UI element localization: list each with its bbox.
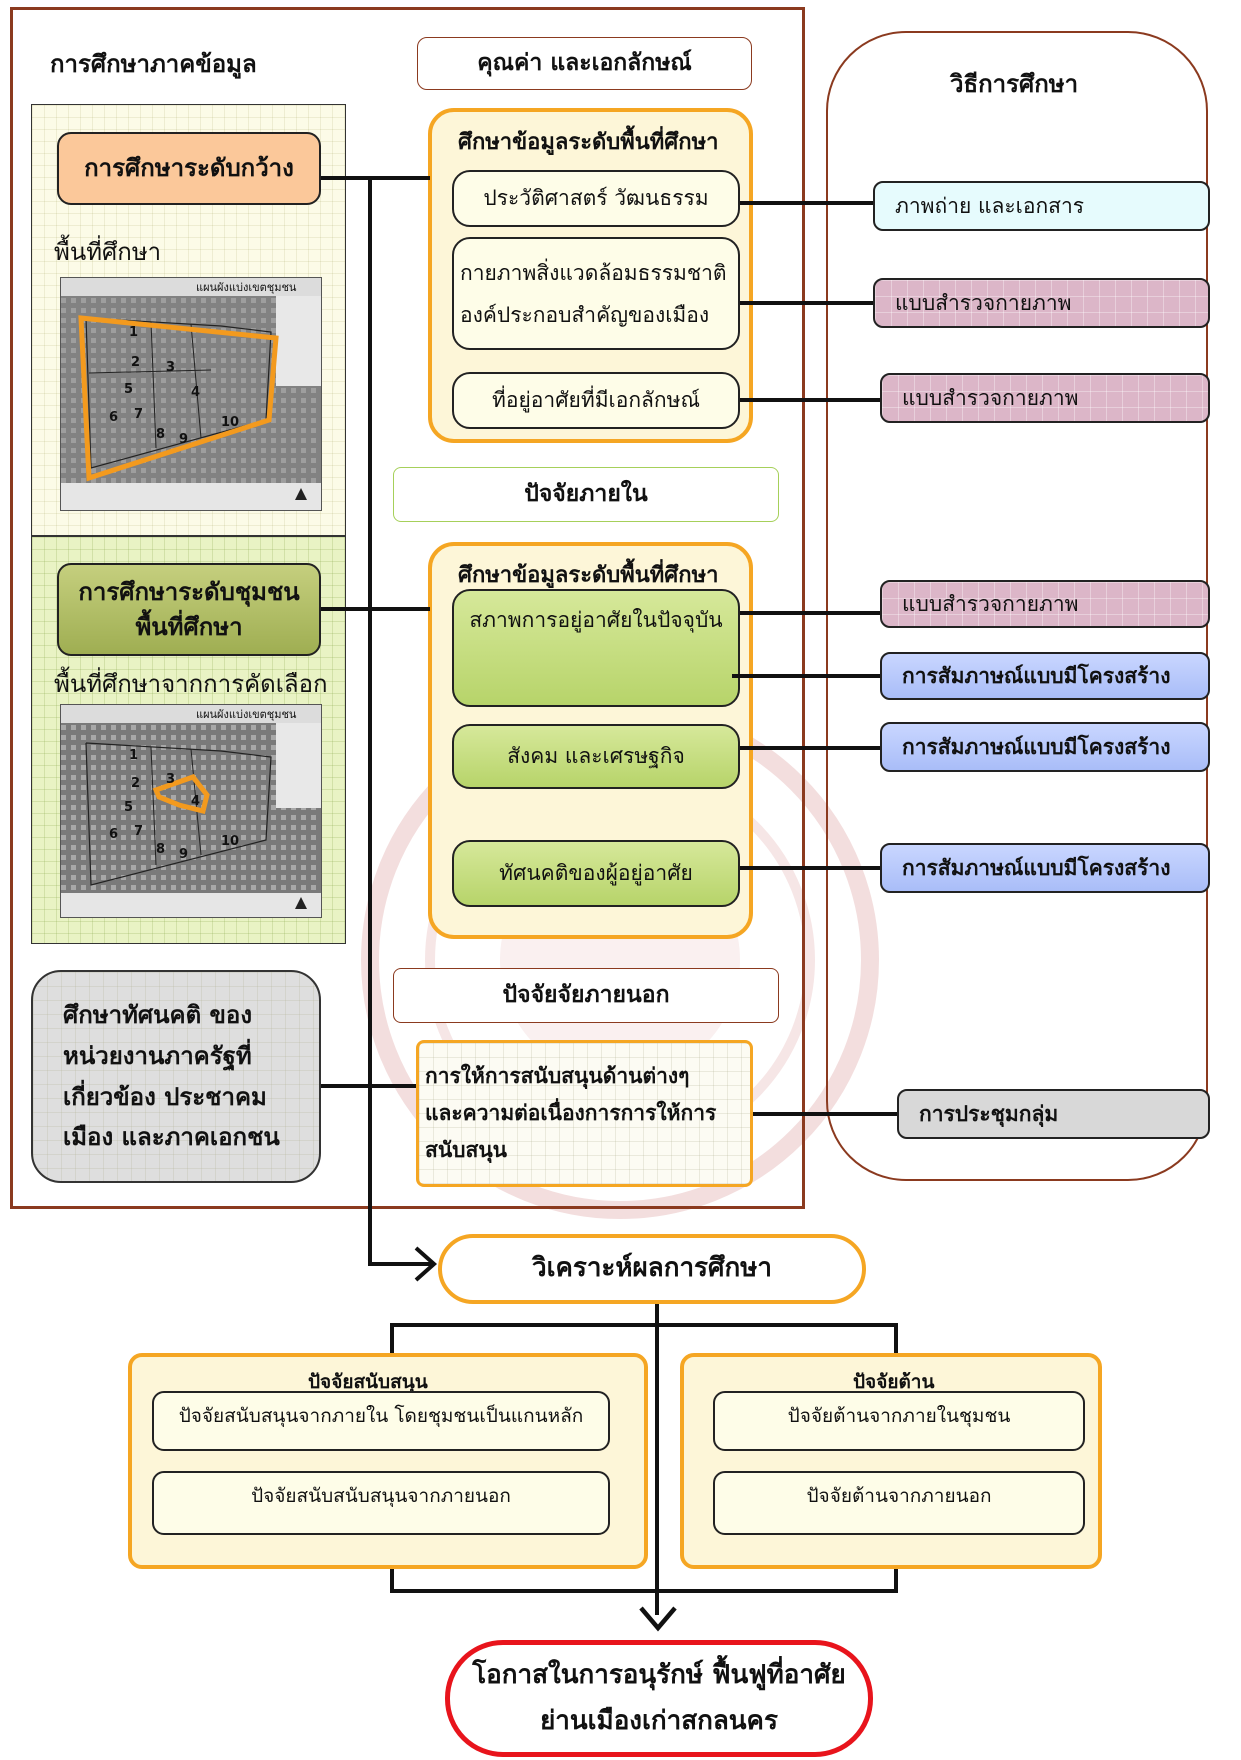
data-study-frame <box>10 7 805 1209</box>
zone-4: 4 <box>191 385 200 400</box>
zone-8: 8 <box>156 427 165 442</box>
method-structured-interview-3: การสัมภาษณ์แบบมีโครงสร้าง <box>880 843 1210 893</box>
internal-support-box: ปัจจัยสนับสนุนจากภายใน โดยชุมชนเป็นแกนหล… <box>152 1391 610 1451</box>
zone-10: 10 <box>221 415 239 430</box>
connector-broad <box>321 176 430 180</box>
connector-physical <box>740 301 873 305</box>
external-support-factor-box: ปัจจัยสนับสนับสนุนจากภายนอก <box>152 1471 610 1535</box>
method-physical-survey-3: แบบสำรวจกายภาพ <box>880 580 1210 628</box>
attitude-study-box: ศึกษาทัศนคติ ของ หน่วยงานภาครัฐที่ เกี่ย… <box>31 970 321 1183</box>
unique-housing-box: ที่อยู่อาศัยที่มีเอกลักษณ์ <box>452 372 740 429</box>
method-physical-survey-1: แบบสำรวจกายภาพ <box>873 278 1210 328</box>
method-group-meeting: การประชุมกลุ่ม <box>897 1089 1210 1139</box>
method-structured-interview-2: การสัมภาษณ์แบบมีโครงสร้าง <box>880 722 1210 772</box>
north-arrow-icon <box>295 488 307 500</box>
svg-text:6: 6 <box>109 827 118 842</box>
split-left-top <box>390 1323 394 1356</box>
connector-community <box>321 607 430 611</box>
svg-text:2: 2 <box>131 776 140 791</box>
selected-area-map: แผนผังแบ่งเขตชุมชน 1 2 3 4 5 6 7 8 9 10 <box>60 704 322 918</box>
external-support-box: การให้การสนับสนุนด้านต่างๆ และความต่อเนื… <box>416 1040 753 1187</box>
map-title: แผนผังแบ่งเขตชุมชน <box>196 281 297 294</box>
svg-text:7: 7 <box>134 824 143 839</box>
connector-social <box>740 746 880 750</box>
split-right-bottom <box>894 1565 898 1593</box>
community-study-box: การศึกษาระดับชุมชน พื้นที่ศึกษา <box>57 563 321 656</box>
zone-2: 2 <box>131 355 140 370</box>
data-study-title: การศึกษาภาคข้อมูล <box>50 50 257 78</box>
resident-attitude-box: ทัศนคติของผู้อยู่อาศัย <box>452 840 740 907</box>
zone-6: 6 <box>109 410 118 425</box>
connector-living-1 <box>740 611 880 615</box>
connector-external <box>753 1112 897 1116</box>
svg-text:1: 1 <box>129 748 138 763</box>
zone-3: 3 <box>166 360 175 375</box>
methods-title: วิธีการศึกษา <box>950 70 1079 98</box>
study-area-label: พื้นที่ศึกษา <box>54 238 162 266</box>
main-vertical-connector <box>368 176 372 1264</box>
zone-5: 5 <box>124 382 133 397</box>
svg-text:3: 3 <box>166 772 175 787</box>
oppose-factors-title: ปัจจัยต้าน <box>853 1371 935 1393</box>
current-living-box: สภาพการอยู่อาศัยในปัจจุบัน <box>452 589 740 707</box>
outcome-box: โอกาสในการอนุรักษ์ ฟื้นฟูที่อาศัย ย่านเม… <box>445 1640 873 1757</box>
connector-living-2 <box>732 674 880 678</box>
connector-attitude <box>321 1084 416 1088</box>
group1-title: ศึกษาข้อมูลระดับพื้นที่ศึกษา <box>458 130 719 155</box>
history-culture-box: ประวัติศาสตร์ วัฒนธรรม <box>452 170 740 227</box>
arrow-right-icon <box>414 1246 438 1282</box>
group2-title: ศึกษาข้อมูลระดับพื้นที่ศึกษา <box>458 563 719 588</box>
values-header: คุณค่า และเอกลักษณ์ <box>417 37 752 90</box>
svg-text:5: 5 <box>124 800 133 815</box>
method-photo-documents: ภาพถ่าย และเอกสาร <box>873 181 1210 231</box>
external-factors-header: ปัจจัยจัยภายนอก <box>393 968 779 1023</box>
physical-environment-box: กายภาพสิ่งแวดล้อมธรรมชาติ องค์ประกอบสำคั… <box>452 237 740 350</box>
internal-factors-header: ปัจจัยภายใน <box>393 467 779 522</box>
broad-study-box: การศึกษาระดับกว้าง <box>57 132 321 205</box>
svg-text:9: 9 <box>179 847 188 862</box>
support-factors-title: ปัจจัยสนับสนุน <box>308 1371 428 1393</box>
connector-history <box>740 201 873 205</box>
svg-text:4: 4 <box>191 794 200 809</box>
connector-attitude-resident <box>740 866 880 870</box>
method-structured-interview-1: การสัมภาษณ์แบบมีโครงสร้าง <box>880 652 1210 700</box>
analysis-merge-bottom <box>390 1589 898 1593</box>
external-oppose-box: ปัจจัยต้านจากภายนอก <box>713 1471 1085 1535</box>
zone-7: 7 <box>134 407 143 422</box>
analysis-box: วิเคราะห์ผลการศึกษา <box>438 1234 866 1304</box>
svg-text:10: 10 <box>221 834 239 849</box>
split-left-bottom <box>390 1565 394 1593</box>
study-area-map: แผนผังแบ่งเขตชุมชน 1 2 3 4 5 6 7 8 9 10 <box>60 277 322 511</box>
arrow-down-icon <box>639 1606 677 1632</box>
selected-area-label: พื้นที่ศึกษาจากการคัดเลือก <box>54 670 328 698</box>
social-economic-box: สังคม และเศรษฐกิจ <box>452 724 740 789</box>
internal-oppose-box: ปัจจัยต้านจากภายในชุมชน <box>713 1391 1085 1451</box>
svg-text:8: 8 <box>156 842 165 857</box>
split-right-top <box>894 1323 898 1356</box>
zone-9: 9 <box>179 432 188 447</box>
method-physical-survey-2: แบบสำรวจกายภาพ <box>880 373 1210 423</box>
zone-1: 1 <box>129 325 138 340</box>
svg-text:แผนผังแบ่งเขตชุมชน: แผนผังแบ่งเขตชุมชน <box>196 708 297 721</box>
analysis-vertical-connector <box>655 1304 659 1615</box>
analysis-split-top <box>390 1323 898 1327</box>
connector-housing <box>740 398 880 402</box>
connector-to-analysis <box>368 1262 432 1266</box>
